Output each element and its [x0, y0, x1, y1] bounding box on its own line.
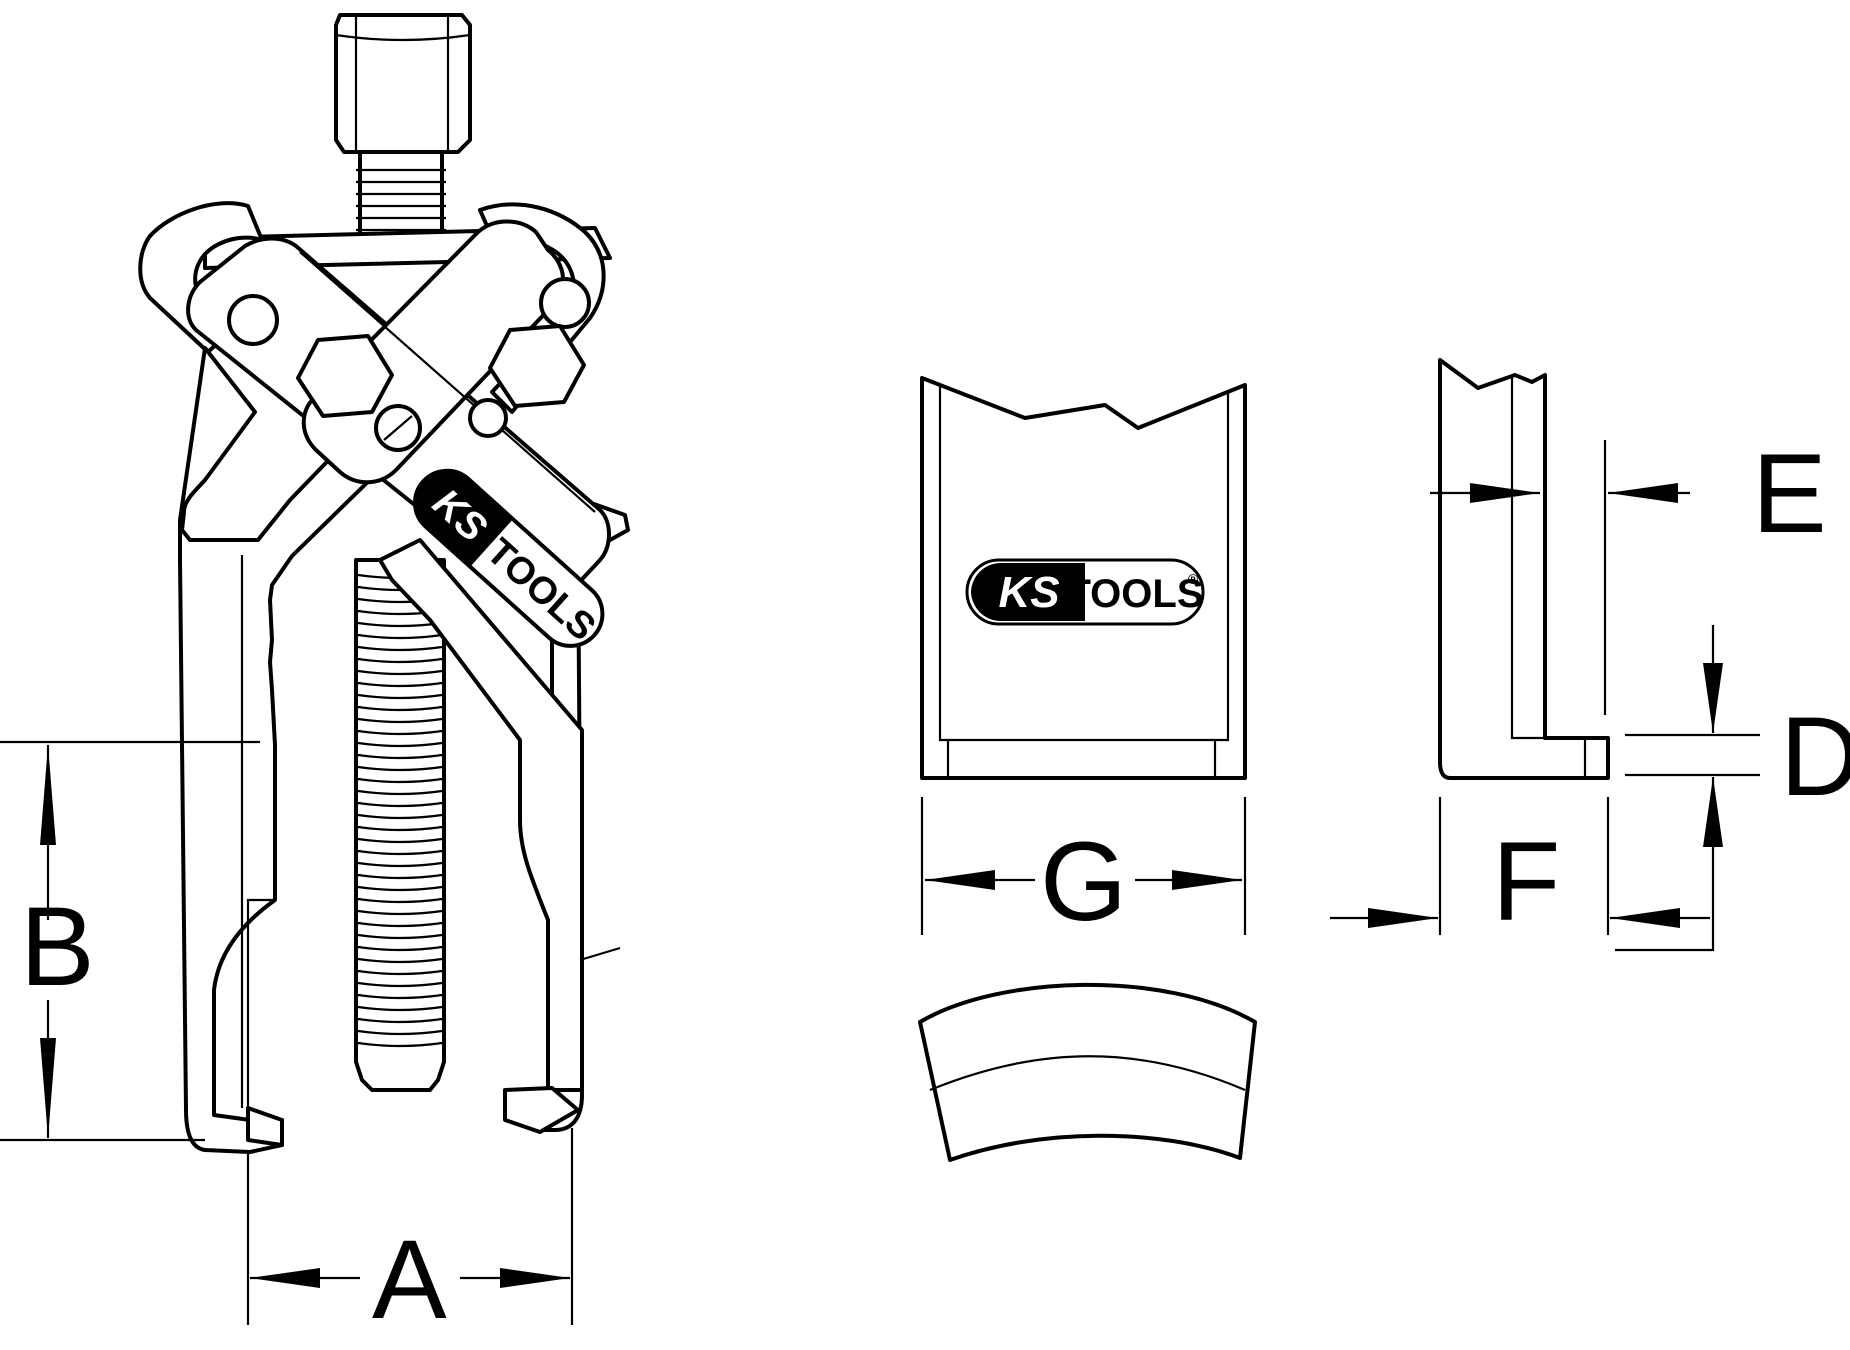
two-arm-puller: KS TOOLS B A [0, 13, 630, 1342]
left-spring-clip [138, 201, 264, 354]
spindle-hex-head [334, 13, 472, 154]
label-b: B [20, 884, 95, 1009]
label-g: G [1040, 819, 1127, 944]
jaw-logo: KS TOOLS ® [965, 558, 1205, 626]
svg-text:KS: KS [998, 568, 1059, 617]
dimension-d: D [1615, 625, 1850, 952]
svg-text:TOOLS: TOOLS [1066, 572, 1203, 616]
lever-hole-left [227, 294, 279, 346]
lever-logo: KS TOOLS [413, 468, 605, 649]
dimension-b: B [0, 740, 260, 1142]
svg-text:®: ® [1188, 571, 1199, 587]
label-a: A [372, 1217, 447, 1342]
lever-hole-right [539, 277, 591, 329]
pivot-screw-right [468, 398, 508, 438]
dimension-g: G [920, 797, 1247, 944]
jaw-front-view: KS TOOLS ® G [920, 376, 1247, 944]
dimension-e: E [1430, 431, 1827, 715]
hex-nut-left [296, 334, 394, 418]
dimension-a: A [246, 1128, 574, 1342]
label-d: D [1780, 694, 1850, 819]
spindle-upper-thread [356, 150, 446, 244]
left-jaw-arm [178, 346, 382, 1154]
label-e: E [1752, 431, 1827, 556]
label-f: F [1492, 819, 1560, 944]
jaw-top-view [918, 982, 1257, 1162]
dimension-f: F [1330, 797, 1710, 944]
hex-nut-right [488, 324, 586, 408]
jaw-side-view: E D F [1330, 358, 1850, 952]
spindle-long-thread [354, 558, 446, 1092]
